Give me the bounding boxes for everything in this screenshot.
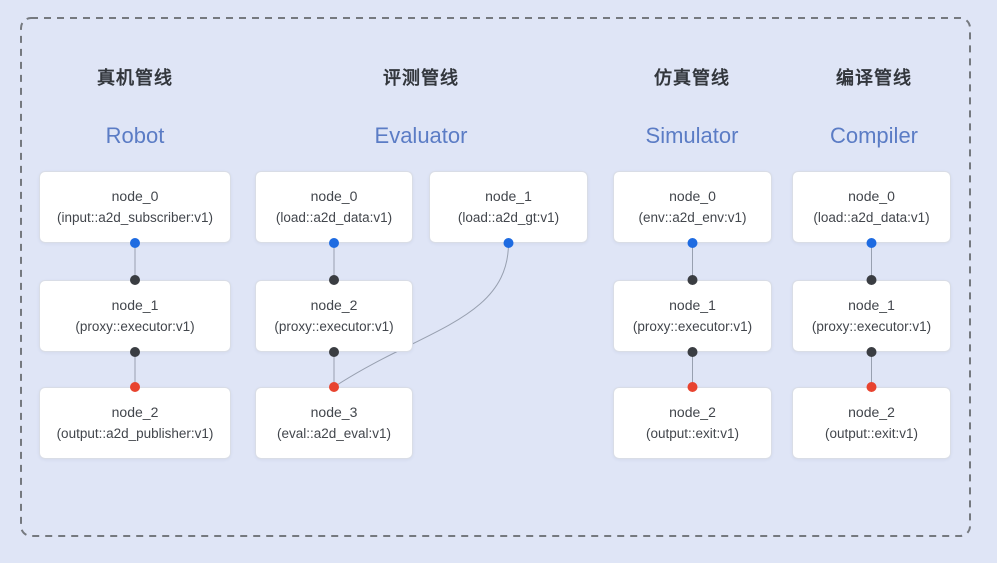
node-type-label: (env::a2d_env:v1) (638, 210, 747, 225)
node-name-label: node_1 (669, 297, 716, 313)
node-box-robot-node_0: node_0(input::a2d_subscriber:v1) (39, 171, 231, 243)
node-type-label: (proxy::executor:v1) (811, 319, 932, 334)
node-name-label: node_3 (310, 404, 358, 420)
node-box-simulator-node_0: node_0(env::a2d_env:v1) (613, 171, 772, 243)
node-box-evaluator-node_1: node_1(load::a2d_gt:v1) (429, 171, 588, 243)
node-name-label: node_2 (848, 404, 895, 420)
node-type-label: (load::a2d_gt:v1) (457, 210, 560, 225)
node-box-evaluator-node_3: node_3(eval::a2d_eval:v1) (255, 387, 413, 459)
node-box-evaluator-node_0: node_0(load::a2d_data:v1) (255, 171, 413, 243)
node-type-label: (load::a2d_data:v1) (275, 210, 393, 225)
node-box-evaluator-node_2: node_2(proxy::executor:v1) (255, 280, 413, 352)
node-name-label: node_0 (669, 188, 716, 204)
node-type-label: (input::a2d_subscriber:v1) (56, 210, 214, 225)
node-box-compiler-node_0: node_0(load::a2d_data:v1) (792, 171, 951, 243)
node-type-label: (proxy::executor:v1) (75, 319, 195, 334)
node-type-label: (eval::a2d_eval:v1) (276, 426, 392, 441)
node-type-label: (load::a2d_data:v1) (813, 210, 930, 225)
node-type-label: (proxy::executor:v1) (632, 319, 753, 334)
node-box-robot-node_1: node_1(proxy::executor:v1) (39, 280, 231, 352)
node-name-label: node_1 (848, 297, 895, 313)
node-box-simulator-node_2: node_2(output::exit:v1) (613, 387, 772, 459)
node-name-label: node_1 (485, 188, 532, 204)
node-name-label: node_2 (111, 404, 159, 420)
node-box-compiler-node_2: node_2(output::exit:v1) (792, 387, 951, 459)
node-type-label: (output::a2d_publisher:v1) (56, 426, 214, 441)
node-name-label: node_2 (310, 297, 358, 313)
node-type-label: (proxy::executor:v1) (274, 319, 394, 334)
node-type-label: (output::exit:v1) (645, 426, 740, 441)
node-box-simulator-node_1: node_1(proxy::executor:v1) (613, 280, 772, 352)
node-name-label: node_0 (848, 188, 895, 204)
node-name-label: node_1 (111, 297, 159, 313)
node-name-label: node_0 (111, 188, 159, 204)
node-box-robot-node_2: node_2(output::a2d_publisher:v1) (39, 387, 231, 459)
node-name-label: node_2 (669, 404, 716, 420)
node-box-compiler-node_1: node_1(proxy::executor:v1) (792, 280, 951, 352)
node-name-label: node_0 (310, 188, 358, 204)
node-type-label: (output::exit:v1) (824, 426, 919, 441)
